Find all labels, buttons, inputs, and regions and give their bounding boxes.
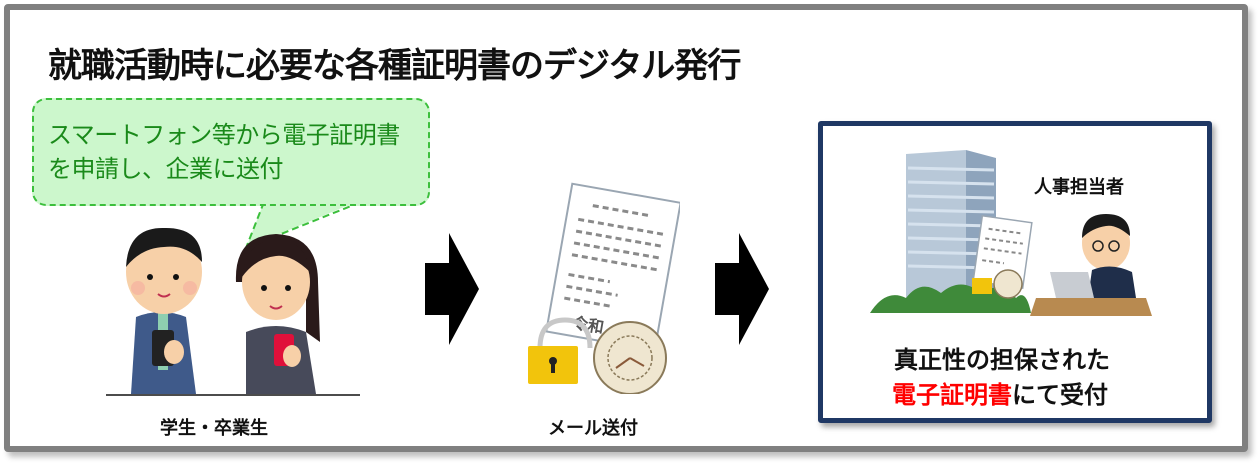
office-building-hr-person-icon: [870, 150, 1152, 316]
locked-certificate-document-icon: 令和: [528, 182, 680, 394]
receipt-line-1: 真正性の担保された: [894, 346, 1110, 374]
step-label-mail: メール送付: [548, 418, 638, 439]
speech-bubble: スマートフォン等から電子証明書 を申請し、企業に送付: [32, 98, 430, 206]
step-label-hr: 人事担当者: [1034, 177, 1124, 198]
diagram-title: 就職活動時に必要な各種証明書のデジタル発行: [48, 46, 741, 86]
receipt-line-2: 電子証明書にて受付: [892, 375, 1108, 410]
students-with-smartphones-icon: [106, 227, 360, 396]
step-label-students: 学生・卒業生: [160, 418, 268, 439]
flow-arrow-right-icon: [425, 233, 479, 345]
flow-arrow-right-icon: [715, 233, 769, 345]
receipt-rest: にて受付: [1012, 381, 1108, 409]
receipt-highlight: 電子証明書: [892, 381, 1012, 409]
bubble-line-1: スマートフォン等から電子証明書: [48, 121, 400, 149]
bubble-line-2: を申請し、企業に送付: [48, 155, 284, 183]
